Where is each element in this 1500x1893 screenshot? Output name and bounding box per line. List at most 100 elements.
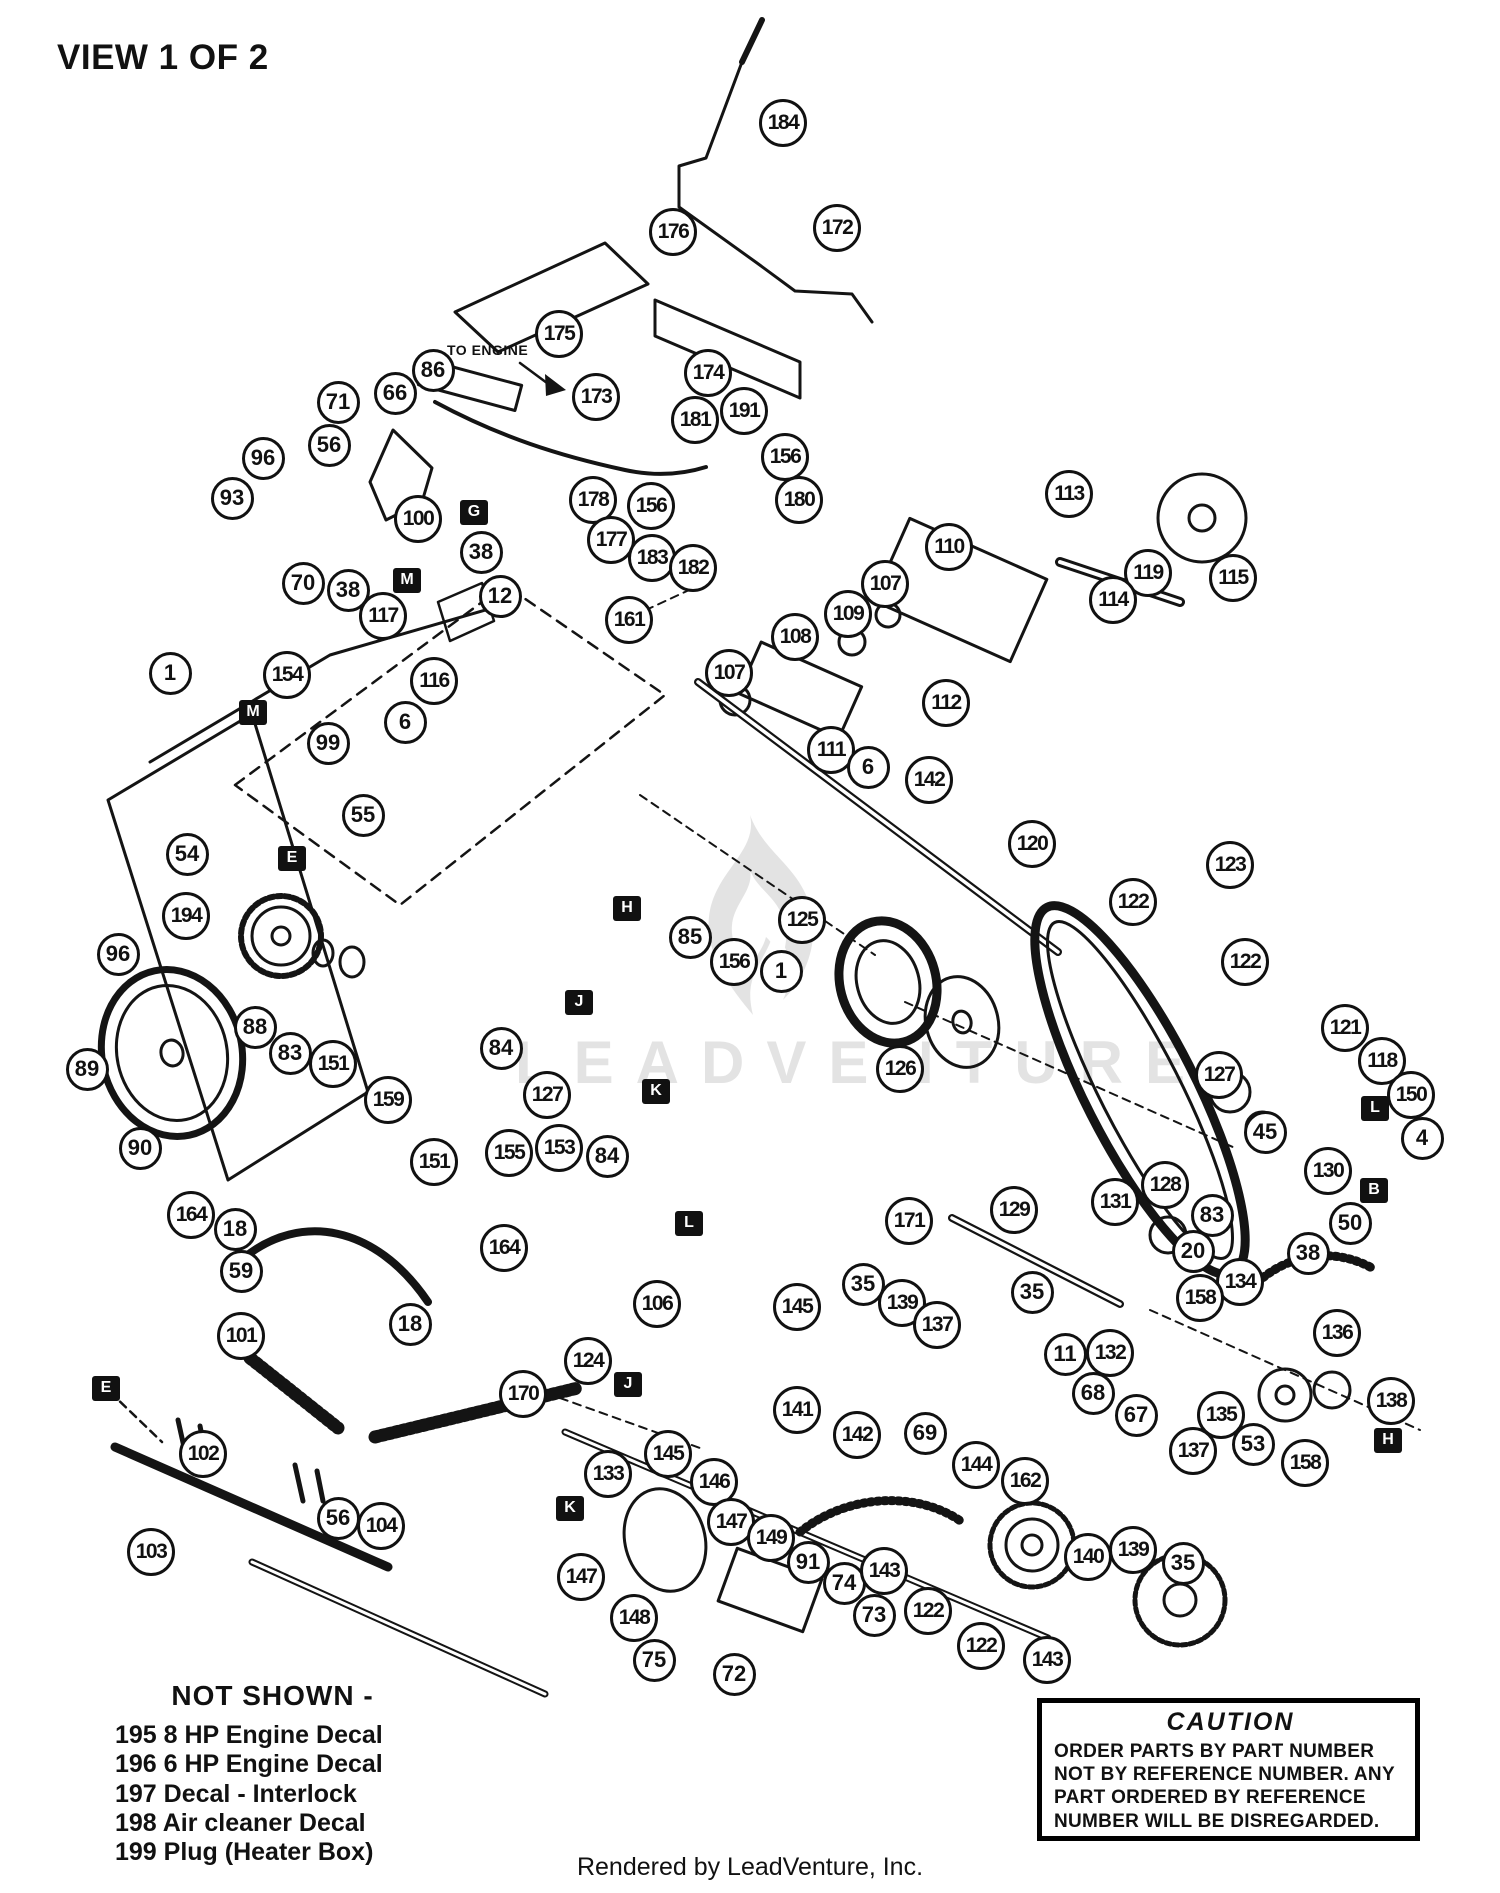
part-callout-38[interactable]: 38 [1286,1231,1330,1275]
part-callout-147[interactable]: 147 [557,1553,605,1601]
part-callout-1[interactable]: 1 [148,651,192,695]
part-callout-182[interactable]: 182 [669,544,717,592]
part-callout-84[interactable]: 84 [479,1026,523,1070]
part-callout-108[interactable]: 108 [771,613,819,661]
part-callout-69[interactable]: 69 [903,1411,947,1455]
part-callout-174[interactable]: 174 [684,349,732,397]
part-callout-86[interactable]: 86 [411,348,455,392]
ref-box-G[interactable]: G [460,499,488,525]
part-callout-111[interactable]: 111 [807,726,855,774]
part-callout-177[interactable]: 177 [587,516,635,564]
part-callout-134[interactable]: 134 [1216,1258,1264,1306]
part-callout-127[interactable]: 127 [523,1071,571,1119]
part-callout-138[interactable]: 138 [1367,1377,1415,1425]
part-callout-55[interactable]: 55 [341,793,385,837]
part-callout-11[interactable]: 11 [1043,1332,1087,1376]
part-callout-141[interactable]: 141 [773,1386,821,1434]
part-callout-102[interactable]: 102 [179,1430,227,1478]
part-callout-83[interactable]: 83 [1190,1193,1234,1237]
part-callout-54[interactable]: 54 [165,832,209,876]
part-callout-194[interactable]: 194 [162,892,210,940]
part-callout-150[interactable]: 150 [1387,1071,1435,1119]
part-callout-67[interactable]: 67 [1114,1393,1158,1437]
part-callout-130[interactable]: 130 [1304,1147,1352,1195]
part-callout-133[interactable]: 133 [584,1450,632,1498]
part-callout-120[interactable]: 120 [1008,820,1056,868]
part-callout-137[interactable]: 137 [1169,1427,1217,1475]
part-callout-20[interactable]: 20 [1171,1229,1215,1273]
part-callout-180[interactable]: 180 [775,476,823,524]
part-callout-158[interactable]: 158 [1176,1274,1224,1322]
ref-box-J[interactable]: J [614,1371,642,1397]
part-callout-143[interactable]: 143 [1023,1636,1071,1684]
part-callout-89[interactable]: 89 [65,1047,109,1091]
part-callout-156[interactable]: 156 [761,433,809,481]
part-callout-75[interactable]: 75 [632,1638,676,1682]
part-callout-125[interactable]: 125 [778,896,826,944]
part-callout-140[interactable]: 140 [1064,1533,1112,1581]
ref-box-E[interactable]: E [278,845,306,871]
part-callout-66[interactable]: 66 [373,371,417,415]
part-callout-156[interactable]: 156 [627,482,675,530]
part-callout-96[interactable]: 96 [241,436,285,480]
part-callout-74[interactable]: 74 [822,1561,866,1605]
part-callout-84[interactable]: 84 [585,1134,629,1178]
part-callout-142[interactable]: 142 [833,1411,881,1459]
part-callout-175[interactable]: 175 [535,310,583,358]
part-callout-35[interactable]: 35 [1161,1541,1205,1585]
part-callout-148[interactable]: 148 [610,1594,658,1642]
part-callout-91[interactable]: 91 [786,1540,830,1584]
part-callout-53[interactable]: 53 [1231,1422,1275,1466]
ref-box-J[interactable]: J [565,989,593,1015]
part-callout-154[interactable]: 154 [263,651,311,699]
part-callout-38[interactable]: 38 [459,530,503,574]
part-callout-162[interactable]: 162 [1001,1457,1049,1505]
part-callout-112[interactable]: 112 [922,679,970,727]
part-callout-18[interactable]: 18 [388,1302,432,1346]
ref-box-B[interactable]: B [1360,1177,1388,1203]
part-callout-114[interactable]: 114 [1089,576,1137,624]
part-callout-131[interactable]: 131 [1091,1178,1139,1226]
part-callout-143[interactable]: 143 [860,1547,908,1595]
part-callout-151[interactable]: 151 [309,1040,357,1088]
part-callout-184[interactable]: 184 [759,99,807,147]
part-callout-100[interactable]: 100 [394,495,442,543]
part-callout-118[interactable]: 118 [1358,1037,1406,1085]
ref-box-E[interactable]: E [92,1375,120,1401]
ref-box-M[interactable]: M [239,699,267,725]
part-callout-6[interactable]: 6 [383,700,427,744]
part-callout-107[interactable]: 107 [705,649,753,697]
part-callout-121[interactable]: 121 [1321,1004,1369,1052]
part-callout-151[interactable]: 151 [410,1138,458,1186]
part-callout-164[interactable]: 164 [480,1224,528,1272]
part-callout-145[interactable]: 145 [644,1430,692,1478]
part-callout-88[interactable]: 88 [233,1005,277,1049]
part-callout-178[interactable]: 178 [569,476,617,524]
part-callout-136[interactable]: 136 [1313,1309,1361,1357]
part-callout-127[interactable]: 127 [1195,1051,1243,1099]
part-callout-68[interactable]: 68 [1071,1371,1115,1415]
ref-box-K[interactable]: K [556,1495,584,1521]
part-callout-153[interactable]: 153 [535,1124,583,1172]
part-callout-110[interactable]: 110 [925,523,973,571]
ref-box-M[interactable]: M [393,567,421,593]
part-callout-56[interactable]: 56 [307,423,351,467]
part-callout-122[interactable]: 122 [1221,938,1269,986]
ref-box-K[interactable]: K [642,1078,670,1104]
part-callout-18[interactable]: 18 [213,1207,257,1251]
part-callout-176[interactable]: 176 [649,208,697,256]
ref-box-H[interactable]: H [613,895,641,921]
part-callout-137[interactable]: 137 [913,1301,961,1349]
part-callout-117[interactable]: 117 [359,592,407,640]
part-callout-35[interactable]: 35 [1010,1270,1054,1314]
part-callout-113[interactable]: 113 [1045,470,1093,518]
part-callout-72[interactable]: 72 [712,1652,756,1696]
part-callout-122[interactable]: 122 [904,1587,952,1635]
part-callout-149[interactable]: 149 [747,1514,795,1562]
part-callout-159[interactable]: 159 [364,1076,412,1124]
part-callout-4[interactable]: 4 [1400,1116,1444,1160]
part-callout-106[interactable]: 106 [633,1280,681,1328]
part-callout-122[interactable]: 122 [957,1622,1005,1670]
part-callout-116[interactable]: 116 [410,657,458,705]
part-callout-161[interactable]: 161 [605,596,653,644]
